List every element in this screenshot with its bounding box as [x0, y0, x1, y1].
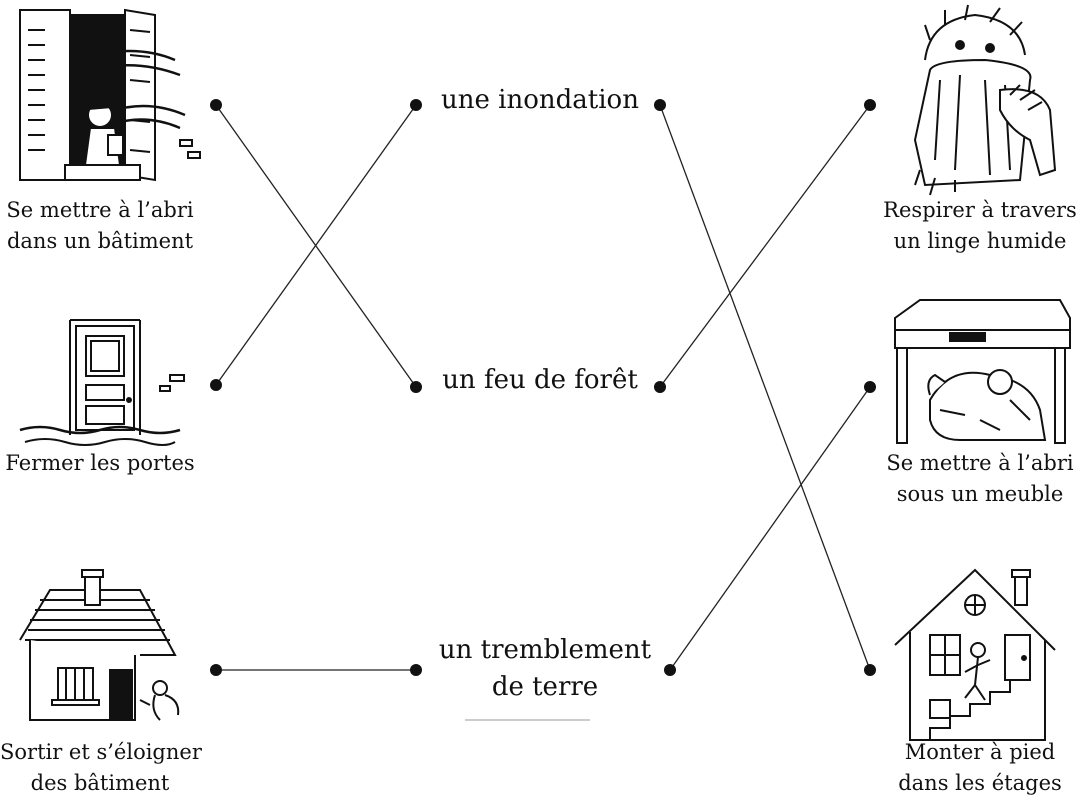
house-stairs-icon — [894, 568, 1056, 741]
connection-lines — [215, 104, 871, 671]
caption-left-3: Sortir et s’éloigner des bâtiment — [0, 740, 202, 795]
dot-center-right-1[interactable] — [654, 99, 666, 111]
caption-right-2: Se mettre à l’abri sous un meuble — [886, 451, 1074, 506]
hazard-flood: une inondation — [441, 85, 639, 115]
house-icon — [19, 569, 180, 721]
dot-left-3[interactable] — [210, 664, 222, 676]
connection-dots — [210, 99, 876, 676]
connection-line — [215, 104, 417, 386]
connection-line — [659, 104, 871, 671]
connection-line — [659, 104, 871, 388]
dot-center-left-3[interactable] — [410, 664, 422, 676]
dot-center-right-3[interactable] — [664, 664, 676, 676]
caption-left-2: Fermer les portes — [5, 451, 195, 475]
dot-center-left-1[interactable] — [410, 99, 422, 111]
dot-right-3[interactable] — [864, 664, 876, 676]
dot-center-left-2[interactable] — [410, 381, 422, 393]
hazard-earthquake: un tremblement de terre — [438, 635, 652, 702]
caption-right-1: Respirer à travers un linge humide — [883, 198, 1077, 253]
dot-left-2[interactable] — [210, 379, 222, 391]
dot-left-1[interactable] — [210, 99, 222, 111]
dot-center-right-2[interactable] — [654, 381, 666, 393]
table-shelter-icon — [894, 299, 1071, 444]
door-icon — [19, 319, 185, 446]
dot-right-2[interactable] — [864, 381, 876, 393]
hazard-forest-fire: un feu de forêt — [442, 365, 638, 395]
connection-line — [669, 386, 871, 671]
caption-left-1: Se mettre à l’abri dans un bâtiment — [6, 198, 194, 253]
person-cloth-icon — [913, 4, 1057, 196]
window-person-icon — [19, 8, 201, 182]
caption-right-3: Monter à pied dans les étages — [898, 740, 1062, 795]
dot-right-1[interactable] — [864, 99, 876, 111]
